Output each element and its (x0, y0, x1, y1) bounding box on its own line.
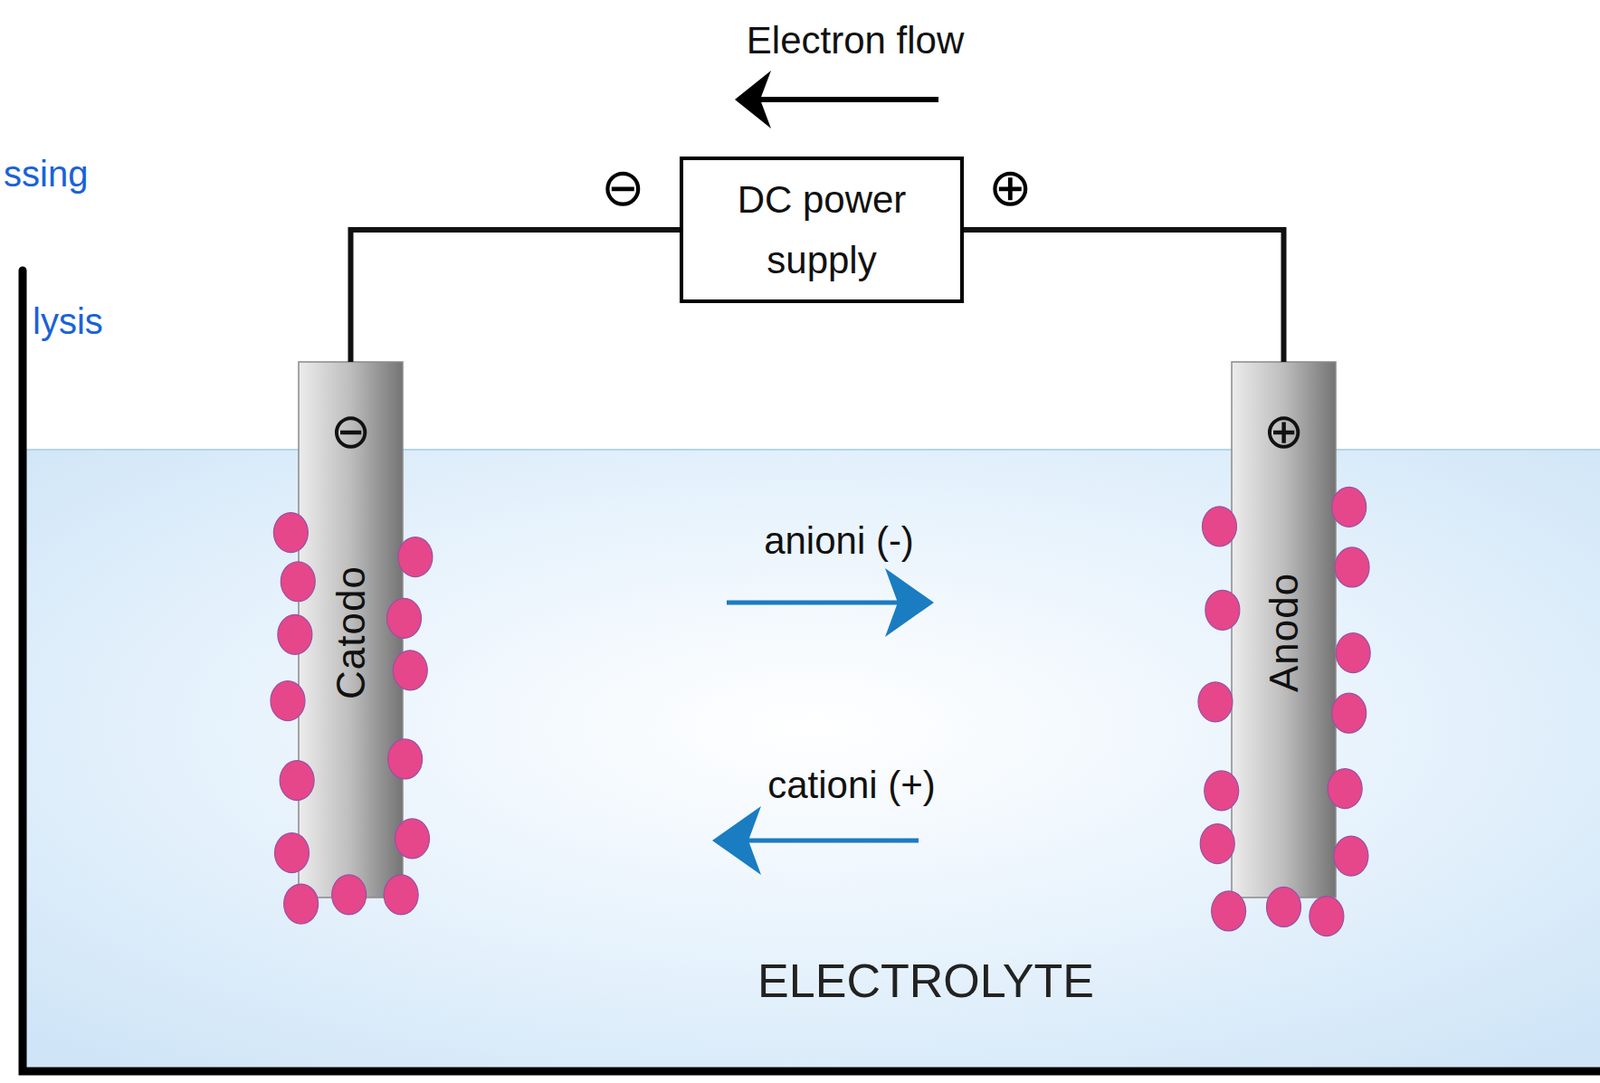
gas-bubble (387, 598, 422, 639)
gas-bubble (398, 537, 433, 578)
supply-label: DC power supply (699, 169, 944, 291)
gas-bubble (280, 561, 315, 602)
gas-bubble (1309, 896, 1344, 937)
polarity-sign: ⊕ (988, 158, 1033, 217)
gas-bubble (277, 614, 313, 655)
gas-bubble (1332, 486, 1367, 527)
electron-flow-label: Electron flow (746, 19, 964, 62)
electron-flow-arrow (734, 70, 939, 129)
link-fragment: ssing (3, 153, 88, 194)
gas-bubble (1198, 682, 1233, 723)
gas-bubble (270, 681, 305, 722)
cation-arrow (712, 806, 919, 876)
cathode-electrode: ⊖ Catodo (298, 361, 403, 898)
wire (963, 229, 1285, 362)
gas-bubble (273, 513, 308, 553)
gas-bubble (1334, 547, 1370, 588)
polarity-sign: ⊕ (1263, 406, 1305, 456)
tank-wall (22, 270, 1600, 1072)
gas-bubble (1204, 771, 1239, 811)
gas-bubble (383, 875, 419, 915)
anion-label: anioni (-) (763, 520, 915, 562)
electrolyte-label: ELECTROLYTE (757, 955, 1095, 1008)
gas-bubble (392, 650, 428, 691)
gas-bubble (1266, 886, 1302, 927)
power-supply-box: DC power supply (679, 156, 964, 304)
gas-bubble (274, 833, 309, 874)
gas-bubble (1205, 590, 1240, 630)
gas-bubble (1335, 633, 1371, 674)
gas-bubble (279, 761, 315, 801)
anode-electrode: ⊕ Anodo (1231, 361, 1336, 898)
electrolyte-surface (26, 448, 1600, 451)
gas-bubble (1201, 506, 1237, 547)
gas-bubble (1200, 824, 1235, 865)
gas-bubble (1211, 891, 1247, 932)
gas-bubble (284, 884, 319, 924)
electrode-body (1231, 361, 1336, 898)
polarity-sign: ⊖ (330, 406, 372, 456)
gas-bubble (1332, 693, 1367, 734)
electrode-name: Catodo (331, 565, 372, 700)
cation-label: cationi (+) (767, 764, 936, 807)
gas-bubble (332, 875, 367, 915)
wire (351, 229, 681, 362)
gas-bubble (1327, 769, 1362, 810)
gas-bubble (388, 739, 423, 780)
electrode-name: Anodo (1264, 572, 1305, 693)
electrolyte (26, 448, 1600, 1068)
electrode-body (298, 361, 403, 898)
anion-arrow (726, 568, 934, 638)
gas-bubble (1333, 836, 1369, 877)
gas-bubble (395, 819, 430, 859)
link-fragment: lysis (32, 301, 104, 342)
polarity-sign: ⊖ (600, 158, 646, 217)
